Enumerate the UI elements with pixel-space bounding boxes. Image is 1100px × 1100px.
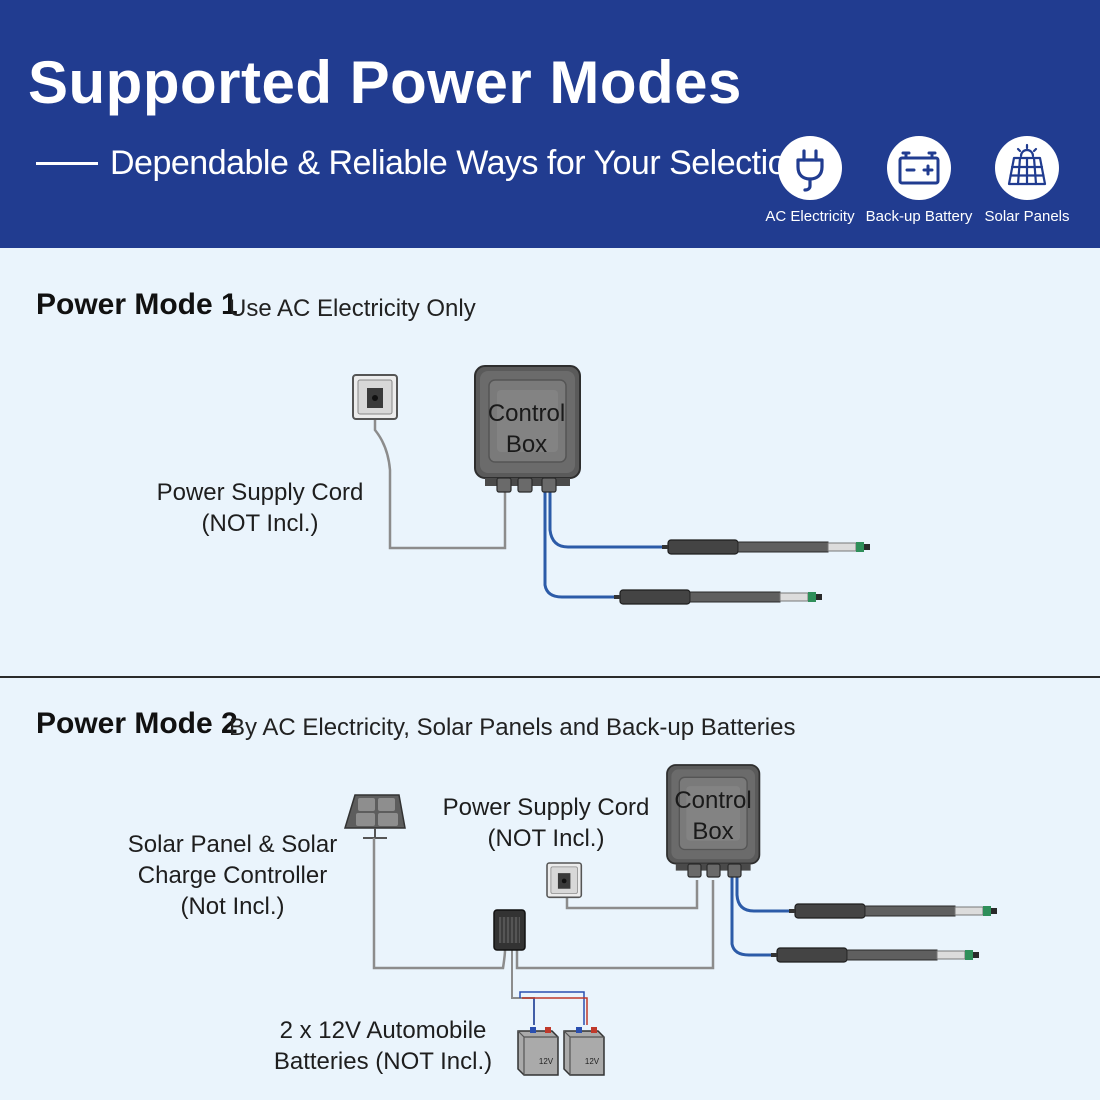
mode2-battery-cable-gray [511, 950, 535, 1025]
mode2-battery-label: 2 x 12V Automobile Batteries (NOT Incl.) [273, 1017, 493, 1075]
mode2-title: Power Mode 2 [36, 707, 238, 740]
mode1-wall-outlet [352, 374, 398, 420]
mode2-actuator-1 [788, 903, 998, 919]
mode2-actuator-2 [770, 947, 980, 963]
battery-icon [887, 136, 951, 200]
mode2-solar-panel [343, 794, 406, 839]
mode2-motor-cable-2 [730, 875, 772, 957]
battery-2-label: 12V [585, 1057, 600, 1066]
section-divider [0, 676, 1100, 678]
plug-icon [778, 136, 842, 200]
mode1-description: Use AC Electricity Only [229, 295, 476, 322]
mode1-diagram [352, 365, 871, 605]
mode1-motor-cable-1 [548, 484, 662, 549]
mode1-cord-label: Power Supply Cord (NOT Incl.) [156, 479, 364, 537]
mode2-solar-label: Solar Panel & Solar Charge Controller (N… [127, 831, 338, 920]
mode2-power-cable [565, 880, 699, 910]
mode2-solar-cable [372, 838, 507, 970]
mode1-motor-cable-2 [543, 484, 615, 599]
mode-label-ac: AC Electricity [765, 208, 855, 225]
mode1-control-box-label: Control Box [487, 400, 566, 458]
solar-panel-icon [995, 136, 1059, 200]
mode2-description: By AC Electricity, Solar Panels and Back… [229, 714, 796, 741]
mode2-wall-outlet [546, 862, 583, 899]
mode2-control-box-label: Control Box [674, 787, 752, 845]
subtitle-rule [36, 162, 98, 165]
page-title: Supported Power Modes [28, 49, 742, 116]
mode-label-battery: Back-up Battery [865, 208, 973, 225]
mode1-actuator-2 [613, 589, 823, 605]
page-subtitle: Dependable & Reliable Ways for Your Sele… [110, 144, 805, 182]
mode2-controller-cable [515, 880, 715, 970]
mode2-battery-2 [563, 1026, 605, 1076]
header-banner: Supported Power Modes Dependable & Relia… [0, 0, 1100, 248]
mode-label-solar: Solar Panels [984, 208, 1070, 225]
battery-1-label: 12V [539, 1057, 554, 1066]
mode1-power-cable [373, 420, 507, 550]
mode1-title: Power Mode 1 [36, 288, 238, 321]
mode2-charge-controller [493, 909, 526, 951]
mode2-cord-label: Power Supply Cord (NOT Incl.) [442, 794, 650, 852]
mode2-diagram: 12V 12V [343, 764, 998, 1076]
mode1-actuator-1 [661, 539, 871, 555]
mode2-battery-1 [517, 1026, 559, 1076]
mode2-motor-cable-1 [735, 875, 790, 913]
